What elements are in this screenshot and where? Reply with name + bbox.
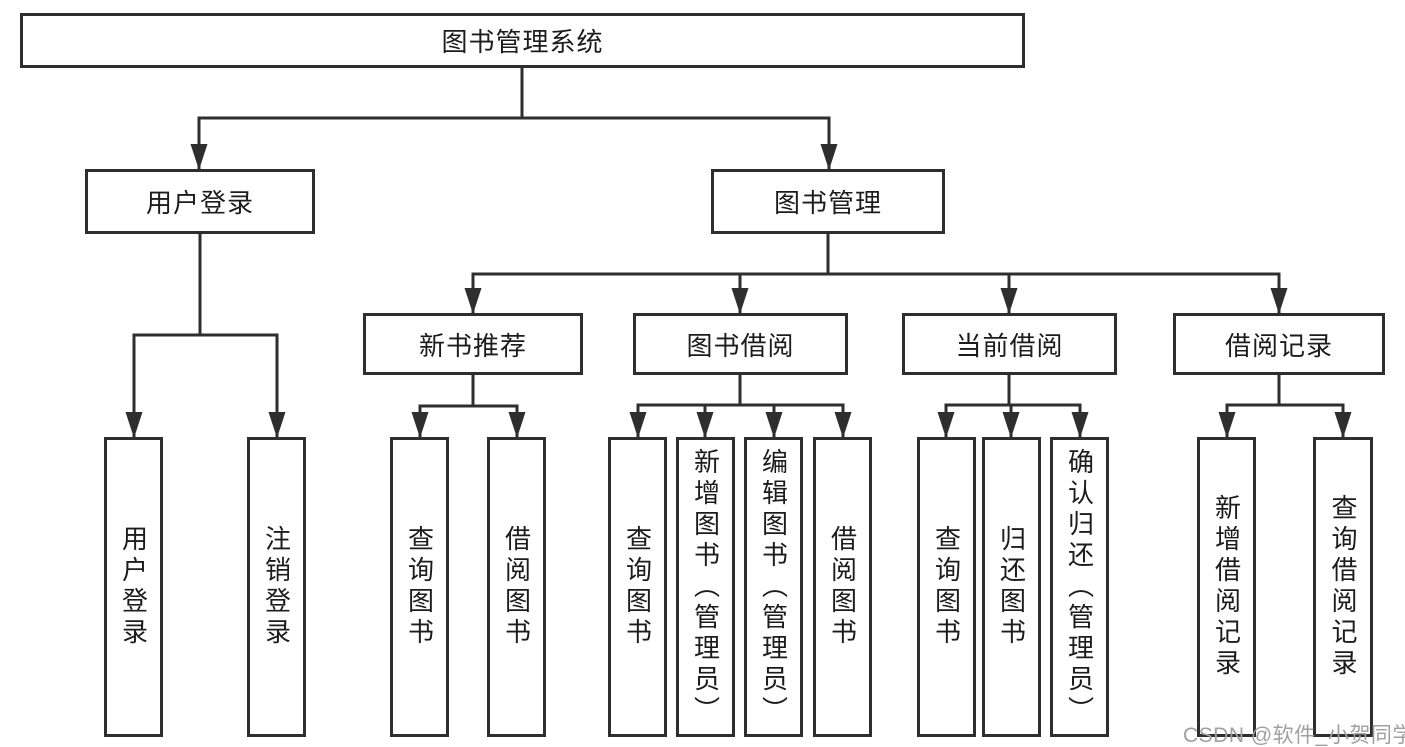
leaf-add-borrow-record: 新增借阅记录 [1197, 437, 1256, 737]
leaf-label: 注销登录 [261, 525, 292, 649]
leaf-return-books: 归还图书 [982, 437, 1041, 737]
leaf-confirm-return-admin: 确认归还（管理员） [1050, 437, 1109, 737]
node-label: 图书借阅 [686, 330, 795, 361]
leaf-label: 查询图书 [931, 525, 962, 649]
leaf-label: 借阅图书 [501, 525, 532, 649]
node-book-borrow: 图书借阅 [633, 313, 848, 375]
leaf-user-login: 用户登录 [104, 437, 163, 737]
node-current-borrow: 当前借阅 [902, 313, 1117, 375]
node-label: 图书管理 [773, 188, 882, 218]
leaf-query-books-current: 查询图书 [917, 437, 976, 737]
leaf-label: 编辑图书（管理员） [758, 447, 789, 727]
leaf-label: 查询图书 [404, 525, 435, 649]
leaf-edit-books-admin: 编辑图书（管理员） [744, 437, 803, 737]
leaf-label: 新增图书（管理员） [690, 447, 721, 727]
leaf-label: 查询借阅记录 [1328, 494, 1358, 680]
leaf-label: 新增借阅记录 [1211, 494, 1242, 680]
leaf-label: 用户登录 [118, 525, 149, 649]
node-label: 用户登录 [145, 188, 254, 218]
leaf-borrow-books: 借阅图书 [813, 437, 872, 737]
leaf-query-books-borrow: 查询图书 [608, 437, 667, 737]
leaf-borrow-books-recommend: 借阅图书 [487, 437, 546, 737]
node-label: 新书推荐 [418, 330, 527, 361]
node-label: 借阅记录 [1224, 330, 1333, 361]
leaf-query-books-recommend: 查询图书 [390, 437, 449, 737]
leaf-add-books-admin: 新增图书（管理员） [676, 437, 735, 737]
leaf-label: 借阅图书 [827, 525, 858, 649]
leaf-query-borrow-record: 查询借阅记录 [1313, 437, 1373, 737]
leaf-label: 查询图书 [622, 525, 653, 649]
node-borrow-records: 借阅记录 [1173, 313, 1385, 375]
leaf-label: 归还图书 [996, 525, 1027, 649]
node-label: 当前借阅 [955, 330, 1064, 361]
node-label: 图书管理系统 [441, 27, 604, 57]
watermark: CSDN @软件_小贺同学 [1183, 724, 1405, 747]
node-library-management-system: 图书管理系统 [20, 13, 1025, 68]
leaf-logout: 注销登录 [247, 437, 306, 737]
node-book-management: 图书管理 [711, 169, 945, 234]
leaf-label: 确认归还（管理员） [1064, 447, 1095, 727]
node-new-book-recommend: 新书推荐 [363, 313, 583, 375]
node-user-login: 用户登录 [85, 169, 315, 234]
